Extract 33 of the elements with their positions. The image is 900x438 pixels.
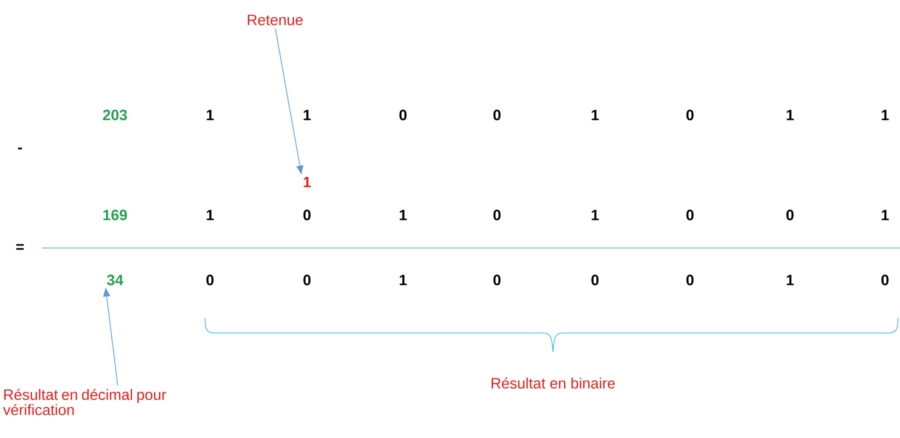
digit: = [16,244,24,250]
digit: 0 [493,274,501,286]
digit: 169 [103,210,127,220]
digit: 0 [686,110,694,120]
digit: 203 [103,110,127,120]
digit: 1 [304,110,311,120]
brace-label: Résultat en binaire [492,377,615,389]
digit: 1 [882,110,889,120]
digit: 1 [400,274,407,286]
digit: 1 [206,210,214,220]
digit: 1 [786,110,794,120]
digit: 1 [882,210,889,220]
digit: 0 [786,210,794,220]
digit: 0 [591,274,599,286]
digit: 1 [592,210,599,220]
digit: 0 [303,210,311,220]
digit: 1 [400,210,407,220]
digit: 0 [303,274,311,286]
digit: 0 [493,110,501,120]
result-number: 34 [107,274,124,286]
digit: 0 [399,110,407,120]
digit: 0 [493,210,501,220]
digit: 0 [686,274,694,286]
digit: 0 [206,274,214,286]
carry-digit: 1 [304,176,311,188]
digit: 0 [881,274,889,286]
callout-label: Retenue [248,14,303,26]
digit: 1 [592,110,599,120]
digit: 1 [786,274,794,286]
digit: - [18,148,22,150]
callout-label: Résultat en décimal pour vérification [3,388,166,416]
digit: 0 [686,210,694,220]
digit: 1 [206,110,214,120]
